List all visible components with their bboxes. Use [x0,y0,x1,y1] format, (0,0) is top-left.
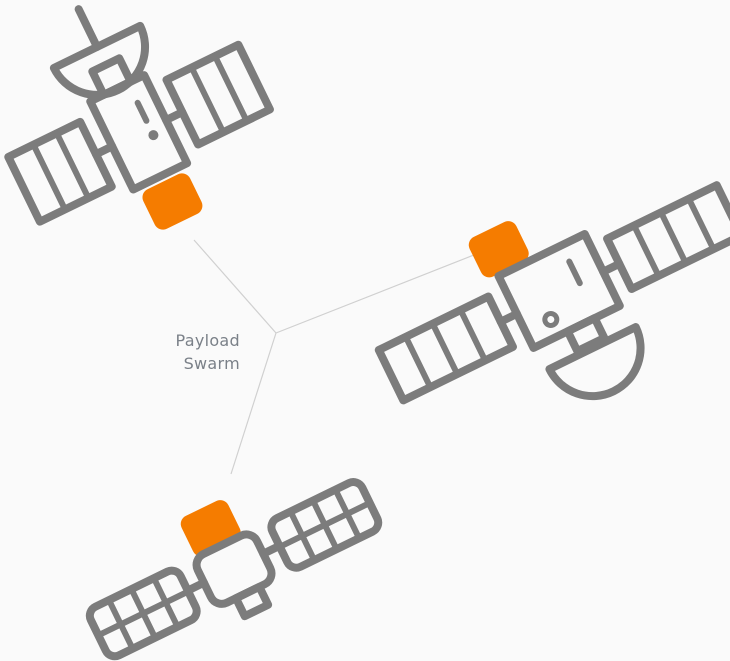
connector-to-satellite-top-left [194,240,276,333]
satellite-top-left [0,0,297,277]
dish [549,327,656,412]
body-port [543,311,559,327]
connector-to-satellite-right [276,251,484,333]
dish-satellite-icon [0,0,297,277]
body-slot [138,103,147,121]
nozzle [236,587,268,616]
panel-satellite-icon [68,441,390,661]
swarm-label-line-1: Payload [176,329,241,352]
body-dot [149,130,158,139]
swarm-label-line-2: Swarm [176,352,241,375]
solar-panel-left [8,122,111,222]
satellite-bottom [68,441,390,661]
payload-module [466,218,532,280]
dish-antenna [79,9,97,47]
body-slot [569,262,580,284]
swarm-label: Payload Swarm [176,329,241,375]
solar-panel-right [268,479,382,571]
solar-panel-left [379,297,513,401]
dish-satellite-icon [352,131,730,476]
satellite-right [352,131,730,476]
solar-panel-left [86,567,200,659]
solar-panel-right [607,185,730,289]
solar-panel-right [166,45,269,145]
